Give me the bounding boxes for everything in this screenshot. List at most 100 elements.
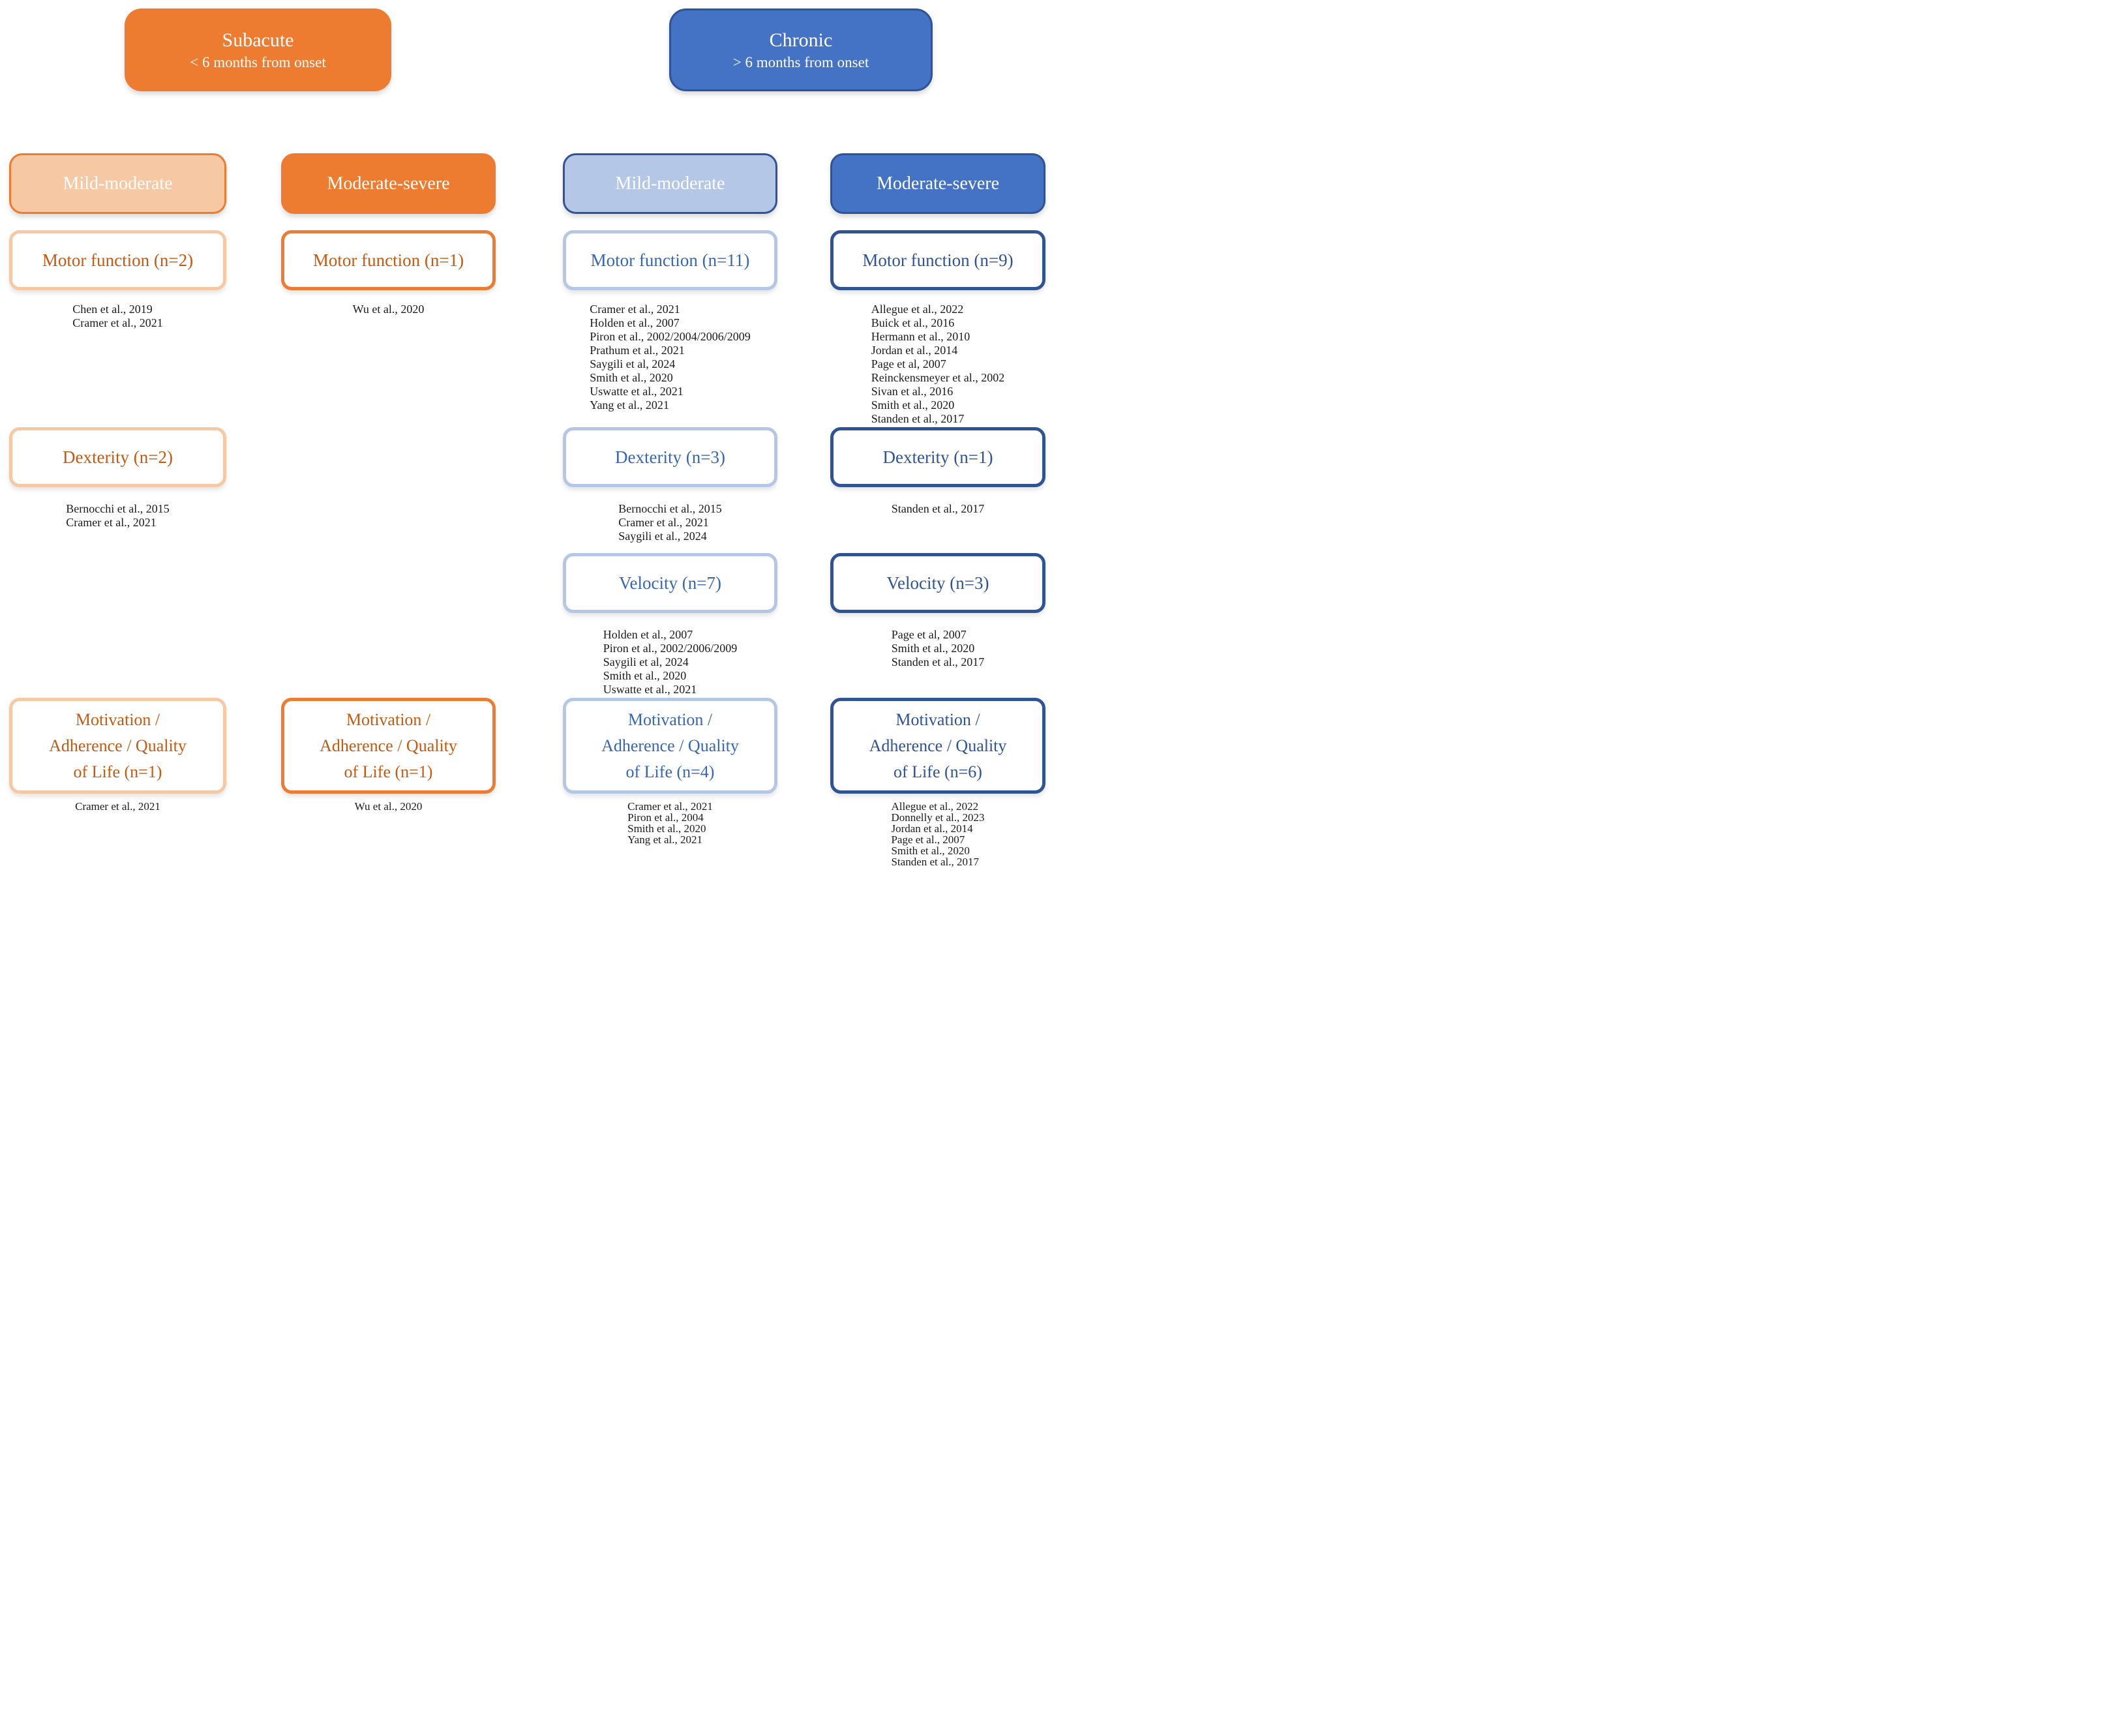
citation-line: Cramer et al., 2021 — [75, 800, 160, 813]
citation-line: Cramer et al., 2021 — [590, 303, 680, 316]
citation-line: Smith et al., 2020 — [891, 845, 970, 857]
severity-box-subacute-mild-moderate: Mild-moderate — [9, 153, 226, 214]
citation-list-motivation-subacute-mild: Cramer et al., 2021 — [9, 801, 226, 812]
outcome-label-line: Adherence / Quality — [869, 736, 1007, 755]
outcome-label-line: Adherence / Quality — [320, 736, 457, 755]
citation-list-motivation-subacute-severe: Wu et al., 2020 — [281, 801, 496, 812]
citation-line: Donnelly et al., 2023 — [891, 811, 985, 824]
severity-label: Mild-moderate — [615, 173, 725, 194]
outcome-label-line: of Life (n=1) — [73, 762, 162, 781]
outcome-label: Motor function (n=2) — [42, 250, 194, 270]
citation-line: Buick et al., 2016 — [871, 316, 955, 329]
citation-line: Sivan et al., 2016 — [871, 385, 954, 398]
phase-title: Subacute — [222, 29, 294, 51]
citation-line: Prathum et al., 2021 — [590, 344, 685, 357]
outcome-label: Velocity (n=3) — [886, 573, 989, 593]
citation-line: Saygili et al, 2024 — [590, 357, 676, 370]
outcome-label: Dexterity (n=1) — [882, 447, 993, 467]
outcome-box-velocity-chronic-mild: Velocity (n=7) — [563, 553, 777, 613]
outcome-label: Motor function (n=11) — [590, 250, 750, 270]
citation-line: Bernocchi et al., 2015 — [618, 502, 722, 515]
outcome-label: Motor function (n=1) — [312, 250, 464, 270]
severity-box-subacute-moderate-severe: Moderate-severe — [281, 153, 496, 214]
citation-line: Bernocchi et al., 2015 — [66, 502, 170, 515]
citation-line: Page et al, 2007 — [891, 628, 967, 641]
citation-list-motor-subacute-severe: Wu et al., 2020 — [281, 303, 496, 316]
severity-label: Moderate-severe — [876, 173, 1000, 194]
citation-line: Standen et al., 2017 — [891, 655, 985, 668]
outcome-box-dexterity-subacute-mild: Dexterity (n=2) — [9, 427, 226, 487]
citation-line: Cramer et al., 2021 — [627, 800, 713, 813]
citation-line: Chen et al., 2019 — [72, 303, 153, 316]
outcome-label: Velocity (n=7) — [619, 573, 721, 593]
citation-line: Wu et al., 2020 — [352, 303, 425, 316]
citation-line: Jordan et al., 2014 — [891, 822, 973, 835]
outcome-label: Motor function (n=9) — [862, 250, 1014, 270]
outcome-box-velocity-chronic-severe: Velocity (n=3) — [830, 553, 1045, 613]
outcome-box-motivation-chronic-mild: Motivation / Adherence / Quality of Life (… — [563, 698, 777, 794]
citation-line: Holden et al., 2007 — [590, 316, 680, 329]
outcome-box-motor-subacute-mild: Motor function (n=2) — [9, 230, 226, 290]
outcome-label-line: Motivation / — [895, 710, 980, 729]
citation-line: Standen et al., 2017 — [891, 856, 980, 868]
citation-line: Page et al., 2007 — [891, 833, 965, 846]
outcome-label-line: of Life (n=6) — [894, 762, 982, 781]
outcome-label-line: Adherence / Quality — [49, 736, 187, 755]
severity-box-chronic-moderate-severe: Moderate-severe — [830, 153, 1045, 214]
severity-box-chronic-mild-moderate: Mild-moderate — [563, 153, 777, 214]
citation-line: Wu et al., 2020 — [354, 800, 423, 813]
phase-header-subacute: Subacute < 6 months from onset — [125, 8, 391, 91]
citation-line: Smith et al., 2020 — [590, 371, 673, 384]
citation-line: Piron et al., 2002/2004/2006/2009 — [590, 330, 751, 343]
citation-line: Cramer et al., 2021 — [72, 316, 163, 329]
citation-line: Smith et al., 2020 — [891, 642, 975, 655]
citation-line: Jordan et al., 2014 — [871, 344, 958, 357]
citation-line: Allegue et al., 2022 — [891, 800, 979, 813]
outcome-label-line: of Life (n=4) — [625, 762, 715, 781]
citation-line: Saygili et al, 2024 — [603, 655, 689, 668]
citation-line: Cramer et al., 2021 — [66, 516, 157, 529]
outcome-box-dexterity-chronic-severe: Dexterity (n=1) — [830, 427, 1045, 487]
study-classification-diagram: Subacute < 6 months from onset Chronic >… — [0, 0, 1052, 868]
severity-label: Moderate-severe — [327, 173, 450, 194]
phase-subtitle: < 6 months from onset — [190, 53, 326, 70]
citation-line: Smith et al., 2020 — [871, 398, 955, 412]
outcome-label-line: Motivation / — [346, 710, 431, 729]
citation-line: Standen et al., 2017 — [871, 412, 965, 425]
outcome-box-dexterity-chronic-mild: Dexterity (n=3) — [563, 427, 777, 487]
citation-line: Uswatte et al., 2021 — [603, 683, 697, 696]
outcome-box-motor-chronic-mild: Motor function (n=11) — [563, 230, 777, 290]
citation-line: Reinckensmeyer et al., 2002 — [871, 371, 1005, 384]
citation-line: Saygili et al., 2024 — [618, 530, 707, 543]
outcome-label: Dexterity (n=2) — [63, 447, 173, 467]
outcome-box-motivation-chronic-severe: Motivation / Adherence / Quality of Life (… — [830, 698, 1045, 794]
outcome-label-line: Motivation / — [627, 710, 713, 729]
citation-line: Yang et al., 2021 — [627, 833, 703, 846]
citation-line: Smith et al., 2020 — [603, 669, 687, 682]
phase-title: Chronic — [769, 29, 833, 51]
citation-line: Piron et al., 2002/2006/2009 — [603, 642, 738, 655]
citation-list-dexterity-chronic-severe: Standen et al., 2017 — [830, 502, 1045, 516]
outcome-label-line: Adherence / Quality — [601, 736, 739, 755]
citation-line: Smith et al., 2020 — [627, 822, 706, 835]
phase-subtitle: > 6 months from onset — [732, 53, 869, 70]
outcome-box-motor-subacute-severe: Motor function (n=1) — [281, 230, 496, 290]
outcome-box-motor-chronic-severe: Motor function (n=9) — [830, 230, 1045, 290]
outcome-label: Dexterity (n=3) — [615, 447, 725, 467]
citation-line: Standen et al., 2017 — [891, 502, 985, 515]
citation-line: Yang et al., 2021 — [590, 398, 669, 412]
citation-line: Piron et al., 2004 — [627, 811, 704, 824]
phase-header-chronic: Chronic > 6 months from onset — [669, 8, 933, 91]
citation-line: Page et al, 2007 — [871, 357, 946, 370]
severity-label: Mild-moderate — [63, 173, 173, 194]
